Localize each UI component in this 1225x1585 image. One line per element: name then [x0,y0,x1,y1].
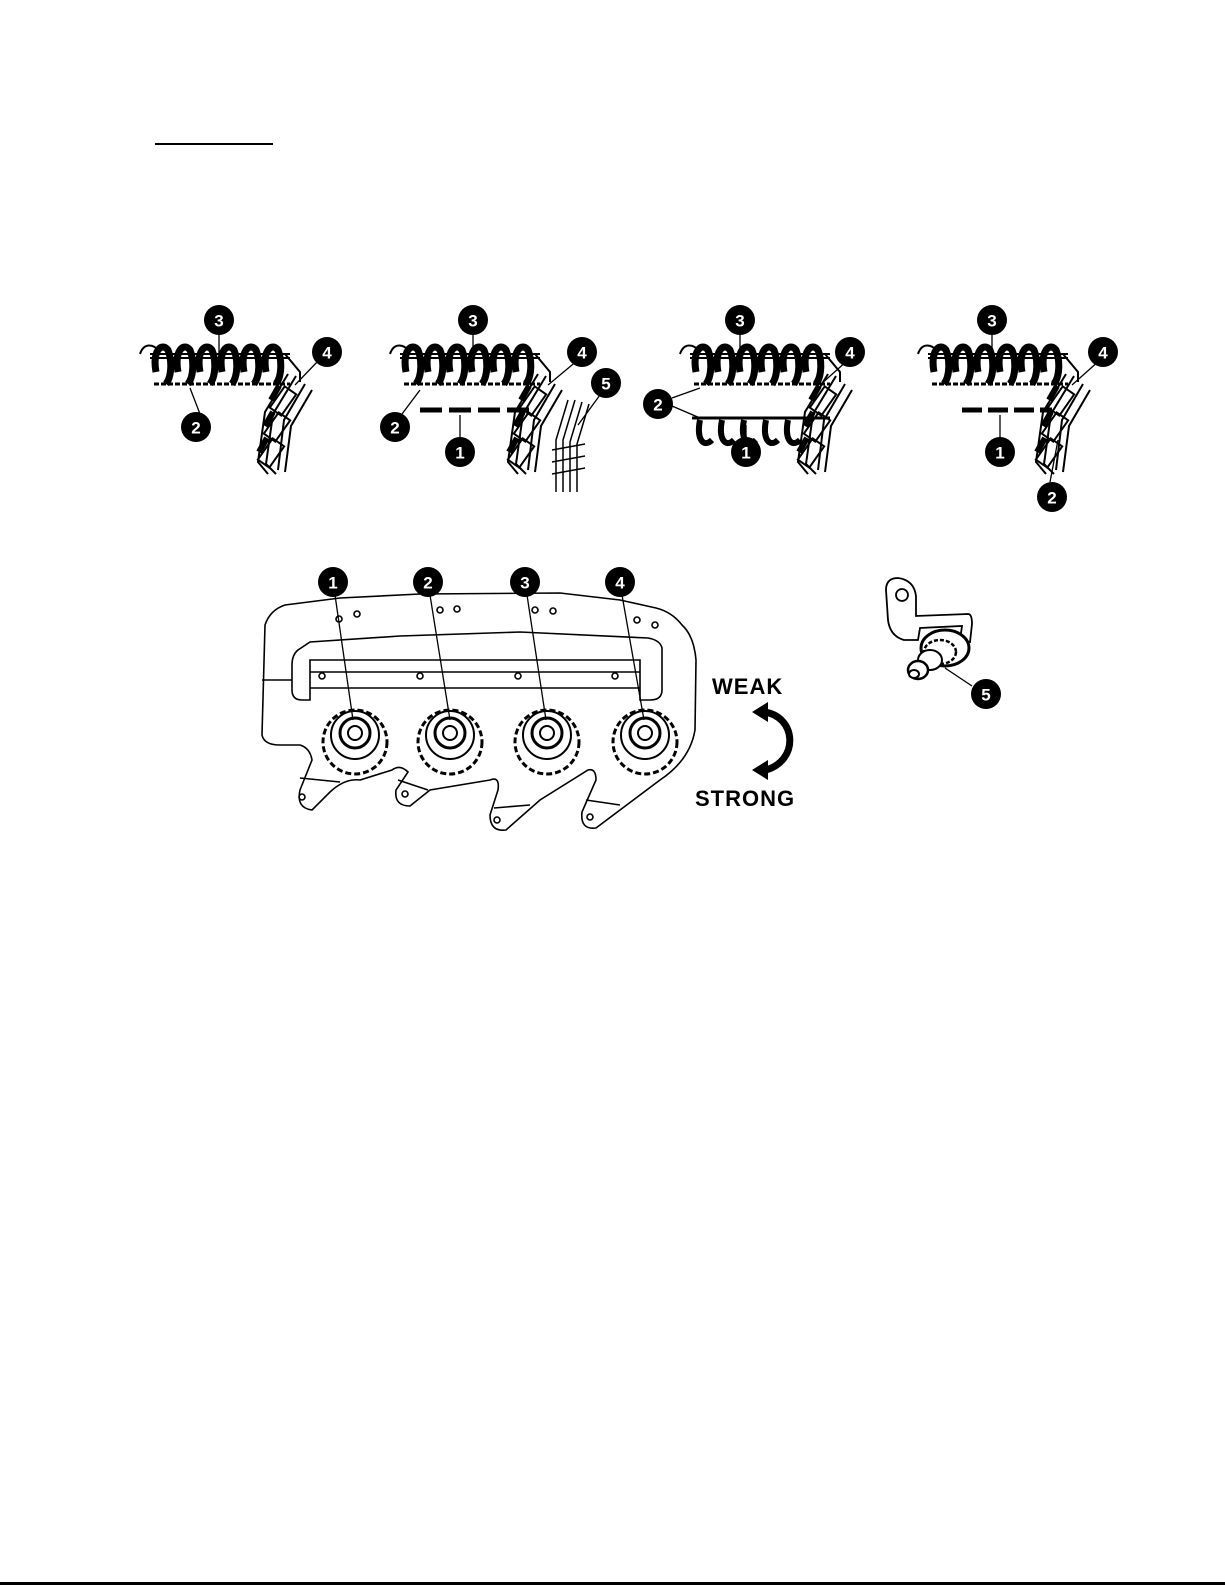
callout-3: 3 [204,305,234,335]
tension-knob-1[interactable] [323,710,387,774]
tension-knob-4[interactable] [613,710,677,774]
tension-direction-indicator: WEAK STRONG [695,674,795,811]
svg-text:4: 4 [845,344,855,363]
callout-4: 4 [1088,337,1118,367]
svg-text:3: 3 [735,312,744,331]
callout-3: 3 [458,305,488,335]
callout-1: 1 [445,437,475,467]
callout-5: 5 [591,368,621,398]
tension-knob-3[interactable] [515,710,579,774]
callout-4: 4 [567,337,597,367]
svg-text:2: 2 [423,574,432,593]
stitch-diagram-4: 3 4 1 2 [918,305,1118,512]
thread-chain-5 [552,400,589,492]
strong-label: STRONG [695,786,795,811]
svg-text:1: 1 [455,444,464,463]
svg-text:3: 3 [520,574,529,593]
svg-text:4: 4 [577,344,587,363]
callout-2: 2 [643,389,673,419]
callout-1: 1 [985,437,1015,467]
svg-text:3: 3 [468,312,477,331]
callout-2: 2 [1037,482,1067,512]
stitch-diagram-2: 3 4 5 2 1 [380,305,621,492]
svg-text:4: 4 [1098,344,1108,363]
weak-label: WEAK [712,674,783,699]
svg-text:1: 1 [995,444,1004,463]
callout-3: 3 [977,305,1007,335]
svg-text:2: 2 [1047,489,1056,508]
svg-text:2: 2 [653,396,662,415]
svg-text:4: 4 [615,574,625,593]
tension-plate-outline [262,593,696,830]
svg-text:1: 1 [328,574,337,593]
tension-assembly [262,593,696,830]
callout-4: 4 [312,337,342,367]
svg-text:2: 2 [191,419,200,438]
svg-text:5: 5 [601,375,610,394]
knob-callout-2: 2 [413,567,443,597]
callout-3: 3 [725,305,755,335]
part-callout-5: 5 [971,679,1001,709]
knob-callout-4: 4 [605,567,635,597]
callout-1: 1 [731,437,761,467]
stitch-diagram-1: 3 4 2 [140,305,342,474]
tension-knobs [323,710,677,774]
svg-text:1: 1 [741,444,750,463]
knob-callout-1: 1 [318,567,348,597]
svg-text:2: 2 [390,419,399,438]
tension-unit-part [886,578,972,679]
knob-callout-3: 3 [510,567,540,597]
svg-text:4: 4 [322,344,332,363]
callout-2: 2 [181,412,211,442]
stitch-diagram-3: 3 4 2 1 [643,305,865,474]
svg-text:3: 3 [987,312,996,331]
callout-4: 4 [835,337,865,367]
callout-2: 2 [380,412,410,442]
svg-text:3: 3 [214,312,223,331]
svg-text:5: 5 [981,686,990,705]
